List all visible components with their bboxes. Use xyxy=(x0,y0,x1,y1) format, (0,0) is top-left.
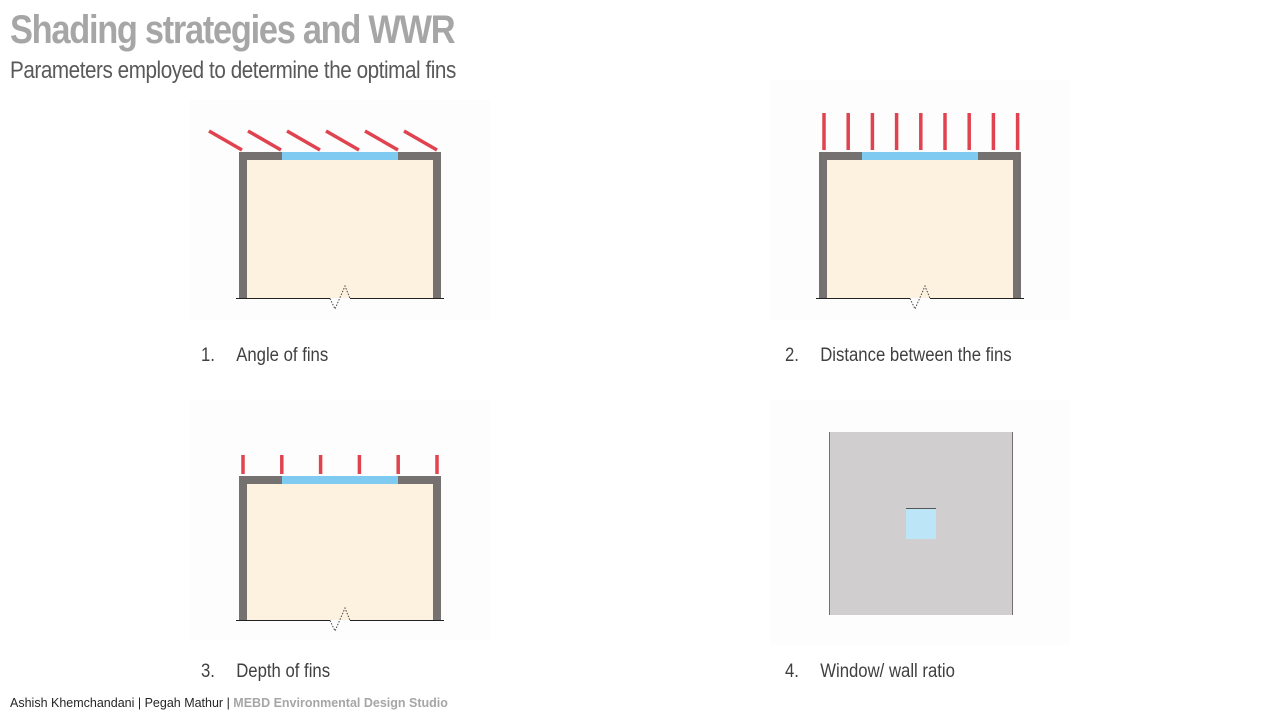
break-line xyxy=(909,284,931,311)
slide-subtitle: Parameters employed to determine the opt… xyxy=(10,57,456,84)
interior-space xyxy=(247,484,433,620)
wall-right xyxy=(433,152,441,298)
caption-3: 3. Depth of fins xyxy=(201,661,330,683)
shading-fin xyxy=(403,129,438,152)
caption-label: Depth of fins xyxy=(236,661,331,682)
wall-right xyxy=(433,476,441,620)
footer-credits: Ashish Khemchandani | Pegah Mathur | MEB… xyxy=(10,696,448,710)
section-drawing-spaced-fins xyxy=(816,113,1024,311)
shading-fin xyxy=(325,129,360,152)
diagram-window-wall-ratio xyxy=(770,400,1070,645)
interior-space xyxy=(247,160,433,298)
break-line xyxy=(329,606,351,633)
diagram-angle-of-fins xyxy=(190,100,490,320)
diagram-depth-of-fins xyxy=(190,400,490,640)
slide-title: Shading strategies and WWR xyxy=(10,8,456,52)
break-line xyxy=(329,284,351,311)
section-drawing-short-fins xyxy=(236,455,444,633)
wall-left xyxy=(239,476,247,620)
caption-4: 4. Window/ wall ratio xyxy=(785,661,955,683)
wall-left xyxy=(819,152,827,298)
diagram-distance-between-fins xyxy=(770,80,1070,320)
caption-number: 3. xyxy=(201,661,215,682)
glazing xyxy=(282,152,398,160)
caption-number: 1. xyxy=(201,345,215,366)
caption-1: 1. Angle of fins xyxy=(201,345,328,367)
caption-label: Angle of fins xyxy=(236,345,329,366)
section-drawing-angled-fins xyxy=(208,129,444,311)
caption-label: Window/ wall ratio xyxy=(820,661,955,682)
shading-fin xyxy=(286,129,321,152)
shading-fin xyxy=(208,129,243,152)
caption-label: Distance between the fins xyxy=(820,345,1012,366)
window-opening xyxy=(906,508,936,539)
interior-space xyxy=(827,160,1013,298)
shading-fin xyxy=(364,129,399,152)
glazing xyxy=(282,476,398,484)
footer-authors: Ashish Khemchandani | Pegah Mathur | xyxy=(10,696,234,710)
footer-studio: MEBD Environmental Design Studio xyxy=(233,696,448,710)
glazing xyxy=(862,152,978,160)
wall-right xyxy=(1013,152,1021,298)
caption-number: 2. xyxy=(785,345,799,366)
wall-left xyxy=(239,152,247,298)
facade-elevation xyxy=(829,432,1013,615)
caption-number: 4. xyxy=(785,661,799,682)
caption-2: 2. Distance between the fins xyxy=(785,345,1012,367)
shading-fin xyxy=(247,129,282,152)
